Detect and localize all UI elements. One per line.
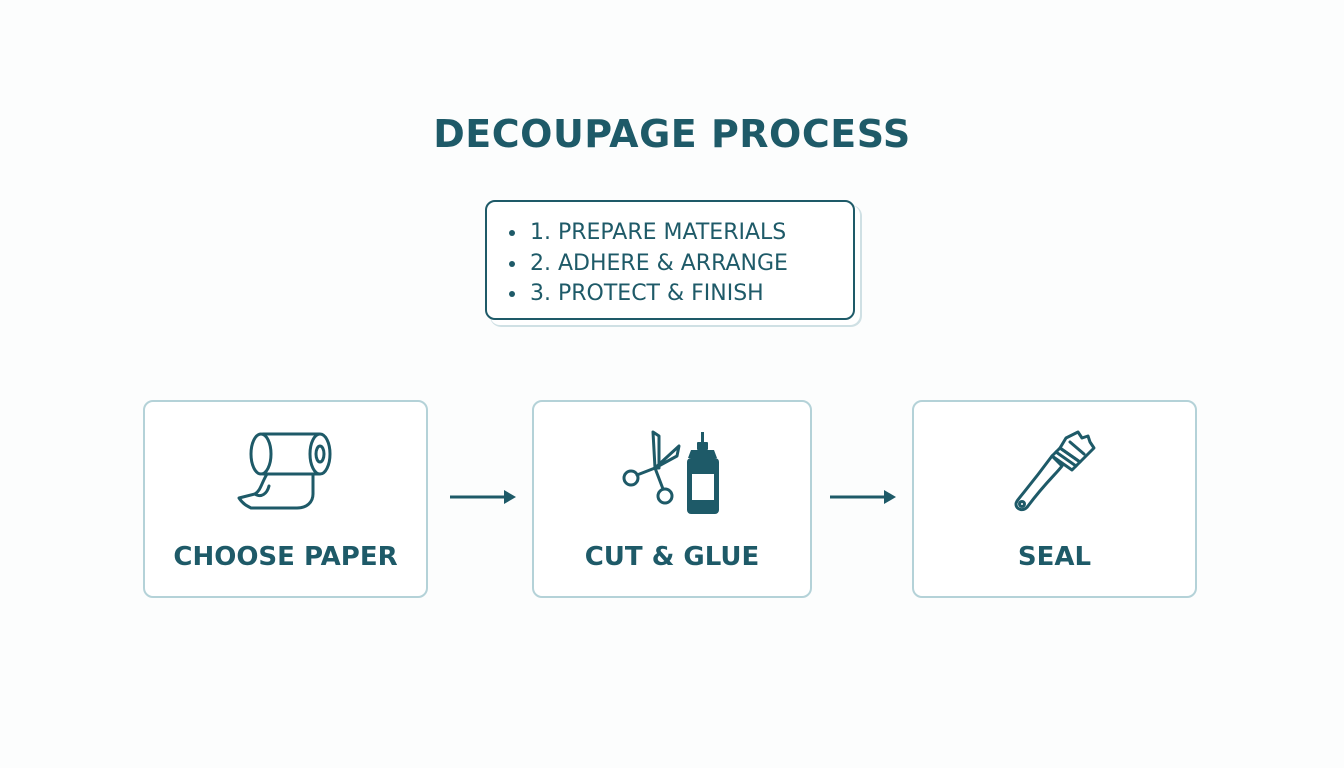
summary-item-text: 2. ADHERE & ARRANGE: [530, 250, 788, 276]
bullet-icon: [509, 291, 515, 298]
summary-item: 2. ADHERE & ARRANGE: [509, 249, 853, 280]
paintbrush-icon: [1014, 430, 1095, 512]
summary-box: 1. PREPARE MATERIALS 2. ADHERE & ARRANGE…: [485, 200, 855, 320]
step-card-seal: SEAL: [912, 400, 1197, 598]
step-label: CUT & GLUE: [584, 542, 760, 572]
step-card-choose-paper: CHOOSE PAPER: [143, 400, 428, 598]
step-label: CHOOSE PAPER: [173, 542, 398, 572]
summary-item: 3. PROTECT & FINISH: [509, 279, 853, 310]
step-label: SEAL: [1017, 542, 1092, 572]
arrow-right-icon: [830, 490, 896, 504]
summary-item: 1. PREPARE MATERIALS: [509, 218, 853, 249]
scissors-glue-icon: [622, 430, 719, 514]
summary-list: 1. PREPARE MATERIALS 2. ADHERE & ARRANGE…: [487, 202, 853, 310]
arrow-right-icon: [450, 490, 516, 504]
summary-item-text: 3. PROTECT & FINISH: [530, 281, 764, 306]
paper-roll-icon: [237, 432, 331, 510]
bullet-icon: [509, 230, 515, 237]
bullet-icon: [509, 260, 515, 267]
summary-item-text: 1. PREPARE MATERIALS: [530, 220, 787, 245]
step-card-cut-glue: CUT & GLUE: [532, 400, 812, 598]
page-title: DECOUPAGE PROCESS: [433, 112, 911, 156]
